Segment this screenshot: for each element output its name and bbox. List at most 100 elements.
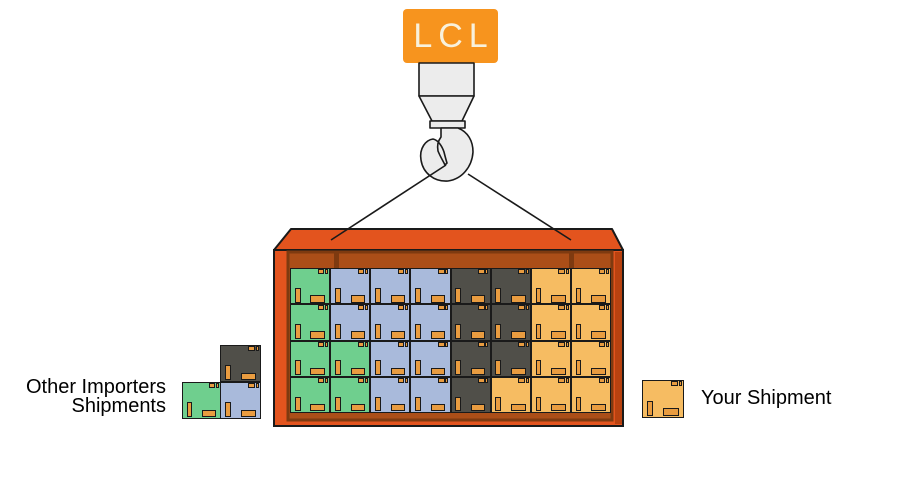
parcel-box-orange (570, 340, 611, 377)
parcel-flap-left-icon (397, 305, 405, 311)
parcel-box-green (290, 376, 331, 413)
parcel-tape-horizontal-icon (350, 331, 366, 339)
parcel-flap-left-icon (478, 341, 485, 347)
parcel-label-vertical-icon (455, 360, 462, 376)
hook-curve-icon (419, 127, 474, 182)
parcel-box-dark (490, 340, 531, 377)
parcel-flap-left-icon (518, 269, 525, 275)
parcel-flap-left-icon (248, 383, 255, 389)
parcel-tape-horizontal-icon (551, 403, 566, 412)
parcel-label-vertical-icon (415, 396, 421, 412)
parcel-label-vertical-icon (535, 287, 542, 303)
parcel-flap-left-icon (598, 341, 606, 347)
parcel-box-green (290, 340, 331, 377)
your-shipment-label: Your Shipment (701, 387, 832, 409)
parcel-box-orange (530, 376, 571, 413)
parcel-box-orange (530, 268, 571, 305)
parcel-flap-left-icon (518, 341, 525, 347)
parcel-flap-left-icon (518, 305, 525, 311)
parcel-box-dark (490, 268, 531, 305)
parcel-label-vertical-icon (535, 396, 542, 412)
parcel-flap-left-icon (248, 346, 255, 352)
lcl-sign: LCL (403, 9, 498, 63)
parcel-flap-right-icon (525, 305, 529, 311)
parcel-tape-horizontal-icon (240, 372, 256, 381)
parcel-label-vertical-icon (455, 287, 462, 303)
parcel-flap-right-icon (605, 305, 609, 311)
parcel-label-vertical-icon (294, 324, 301, 339)
parcel-flap-left-icon (518, 377, 525, 383)
parcel-flap-right-icon (365, 269, 369, 275)
parcel-label-vertical-icon (535, 324, 542, 339)
parcel-flap-left-icon (438, 377, 445, 383)
parcel-flap-right-icon (365, 305, 369, 311)
parcel-label-vertical-icon (224, 365, 231, 381)
parcel-label-vertical-icon (334, 287, 341, 303)
parcel-tape-horizontal-icon (390, 367, 406, 376)
parcel-tape-horizontal-icon (430, 331, 446, 339)
parcel-box-dark (450, 304, 491, 341)
parcel-box-orange (530, 304, 571, 341)
parcel-flap-left-icon (397, 377, 405, 383)
parcel-label-vertical-icon (495, 287, 502, 303)
parcel-tape-horizontal-icon (663, 408, 679, 417)
parcel-box-orange (490, 376, 531, 413)
parcel-tape-horizontal-icon (390, 331, 406, 339)
parcel-flap-left-icon (317, 377, 325, 383)
parcel-tape-horizontal-icon (470, 367, 486, 376)
parcel-label-vertical-icon (294, 287, 301, 303)
hook-collar-icon (429, 120, 466, 129)
parcel-box-dark (450, 340, 491, 377)
hook-taper-icon (418, 95, 475, 122)
lcl-sign-label: LCL (413, 16, 494, 55)
parcel-label-vertical-icon (575, 360, 582, 376)
parcel-label-vertical-icon (415, 360, 421, 376)
parcel-flap-right-icon (485, 341, 489, 347)
other-importers-label-line1: Other Importers (25, 376, 166, 398)
parcel-box-orange (530, 340, 571, 377)
parcel-flap-right-icon (445, 269, 449, 275)
parcel-box-green (330, 340, 371, 377)
parcel-flap-right-icon (365, 377, 369, 383)
crane-hook (418, 62, 475, 182)
parcel-label-vertical-icon (334, 396, 341, 412)
parcel-flap-right-icon (255, 383, 259, 389)
container-seam-left (334, 253, 339, 269)
parcel-label-vertical-icon (294, 396, 301, 412)
parcel-box-blue (370, 340, 411, 377)
parcel-flap-right-icon (445, 377, 449, 383)
parcel-tape-horizontal-icon (430, 403, 446, 412)
parcel-box-dark (450, 376, 491, 413)
parcel-tape-horizontal-icon (240, 409, 256, 418)
parcel-tape-horizontal-icon (511, 403, 526, 412)
parcel-box-green (290, 304, 331, 341)
parcel-label-vertical-icon (455, 396, 462, 412)
parcel-flap-right-icon (324, 269, 328, 275)
parcel-flap-right-icon (525, 377, 529, 383)
parcel-flap-right-icon (565, 305, 569, 311)
container-grid (290, 268, 611, 413)
parcel-tape-horizontal-icon (511, 367, 526, 376)
parcel-flap-left-icon (598, 305, 606, 311)
parcel-label-vertical-icon (495, 360, 502, 376)
parcel-tape-horizontal-icon (430, 367, 446, 376)
parcel-flap-right-icon (324, 305, 328, 311)
parcel-tape-horizontal-icon (591, 367, 606, 376)
parcel-label-vertical-icon (294, 360, 301, 376)
parcel-flap-right-icon (445, 305, 449, 311)
parcel-flap-right-icon (525, 341, 529, 347)
parcel-flap-right-icon (324, 377, 328, 383)
parcel-tape-horizontal-icon (511, 331, 526, 339)
parcel-flap-right-icon (485, 269, 489, 275)
parcel-flap-right-icon (485, 377, 489, 383)
parcel-flap-right-icon (405, 269, 409, 275)
parcel-box-blue (370, 304, 411, 341)
parcel-flap-right-icon (405, 305, 409, 311)
parcel-flap-left-icon (357, 305, 365, 311)
parcel-tape-horizontal-icon (390, 403, 406, 412)
parcel-flap-right-icon (605, 341, 609, 347)
parcel-flap-left-icon (598, 377, 606, 383)
parcel-label-vertical-icon (575, 324, 582, 339)
parcel-flap-right-icon (445, 341, 449, 347)
parcel-flap-right-icon (324, 341, 328, 347)
